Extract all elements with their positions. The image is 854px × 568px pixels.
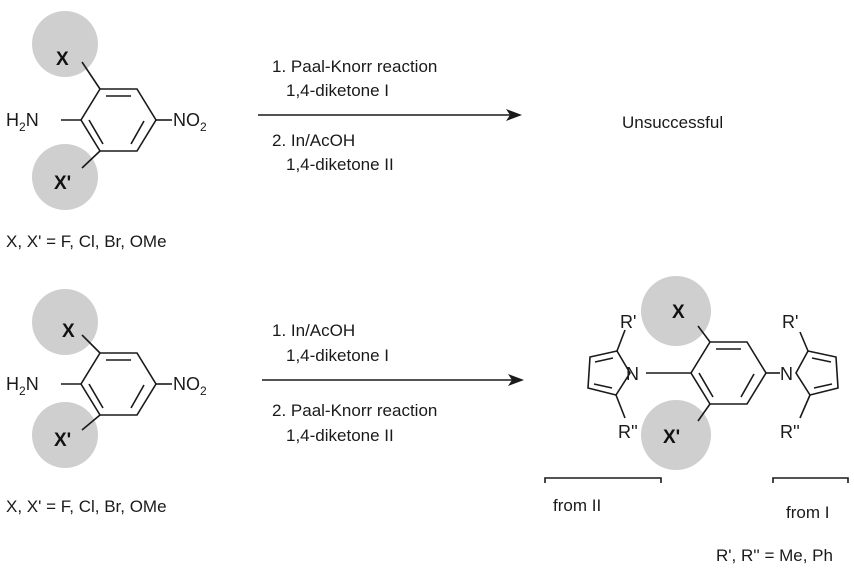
top-result-text: Unsuccessful — [622, 113, 723, 132]
top-scope-text: X, X' = F, Cl, Br, OMe — [6, 232, 167, 251]
top-amine-label: H2N — [6, 110, 39, 134]
bottom-step1-line1: 1. In/AcOH — [272, 321, 355, 340]
bottom-benzene-ring — [80, 352, 157, 416]
right-pyrrole-ring — [795, 350, 839, 396]
right-pyrrole-n-label: N — [780, 364, 793, 384]
product-benzene-ring — [690, 341, 767, 405]
product-bond-to-xp — [697, 403, 711, 422]
bottom-x-label: X — [62, 321, 75, 342]
bottom-nitro-label: NO2 — [173, 374, 207, 398]
bottom-x-substituent-circle — [32, 289, 98, 355]
top-bond-to-xp — [81, 150, 101, 169]
top-benzene-ring — [80, 88, 157, 152]
bottom-step2-line2: 1,4-diketone II — [286, 426, 394, 445]
left-bond-to-r2 — [615, 394, 626, 419]
left-pyrrole-n-label: N — [626, 364, 639, 384]
product-ring-inner-bond — [698, 372, 714, 398]
bottom-ring-inner-bond — [88, 383, 104, 409]
right-r2-label: R'' — [780, 422, 800, 442]
top-step2-line2: 1,4-diketone II — [286, 155, 394, 174]
left-r2-label: R'' — [618, 422, 638, 442]
product-xp-substituent-circle — [641, 400, 711, 470]
left-r1-label: R' — [620, 312, 636, 332]
top-step2-line1: 2. In/AcOH — [272, 131, 355, 150]
product-x-label: X — [672, 302, 685, 323]
top-nitro-label: NO2 — [173, 110, 207, 134]
left-pyrrole-ring — [587, 350, 631, 396]
right-pyrrole-inner-bond — [811, 357, 832, 363]
bottom-amine-label: H2N — [6, 374, 39, 398]
top-step1-line1: 1. Paal-Knorr reaction — [272, 57, 437, 76]
product-structure: N R' R'' N R' R'' X X' — [587, 276, 839, 470]
product-bond-to-x — [697, 325, 711, 343]
product-x-substituent-circle — [641, 276, 711, 346]
bracket-from-ii — [544, 477, 662, 483]
top-reaction-arrow — [258, 109, 522, 121]
top-ring-inner-bond — [130, 120, 145, 145]
top-x-substituent-circle — [32, 11, 98, 77]
bottom-bond-to-x — [81, 334, 101, 354]
bottom-ring-inner-bond — [130, 384, 145, 409]
bracket-from-i — [772, 477, 849, 483]
left-pyrrole-inner-bond — [594, 357, 614, 363]
bottom-scope-text: X, X' = F, Cl, Br, OMe — [6, 497, 167, 516]
right-pyrrole-inner-bond — [813, 383, 833, 389]
top-xp-substituent-circle — [32, 144, 98, 210]
bottom-xp-label: X' — [54, 430, 71, 451]
right-bond-to-r1 — [799, 331, 809, 352]
bottom-bond-to-xp — [81, 414, 101, 431]
product-xp-label: X' — [663, 427, 680, 448]
top-starting-material: X X' H2N NO2 — [6, 11, 207, 210]
bottom-starting-material: X X' H2N NO2 — [6, 289, 207, 468]
from-ii-label: from II — [553, 496, 601, 515]
r-scope-text: R', R'' = Me, Ph — [716, 546, 833, 565]
top-x-label: X — [56, 49, 69, 70]
right-bond-to-r2 — [799, 394, 811, 419]
bottom-xp-substituent-circle — [32, 402, 98, 468]
left-bond-to-r1 — [616, 329, 626, 352]
top-bond-to-x — [81, 61, 101, 90]
bottom-step2-line1: 2. Paal-Knorr reaction — [272, 401, 437, 420]
right-r1-label: R' — [782, 312, 798, 332]
product-ring-inner-bond — [740, 373, 755, 398]
from-i-label: from I — [786, 503, 829, 522]
top-xp-label: X' — [54, 173, 71, 194]
top-step1-line2: 1,4-diketone I — [286, 81, 389, 100]
bottom-step1-line2: 1,4-diketone I — [286, 346, 389, 365]
bottom-reaction-arrow — [262, 374, 524, 386]
top-ring-inner-bond — [88, 119, 104, 145]
left-pyrrole-inner-bond — [593, 383, 613, 389]
